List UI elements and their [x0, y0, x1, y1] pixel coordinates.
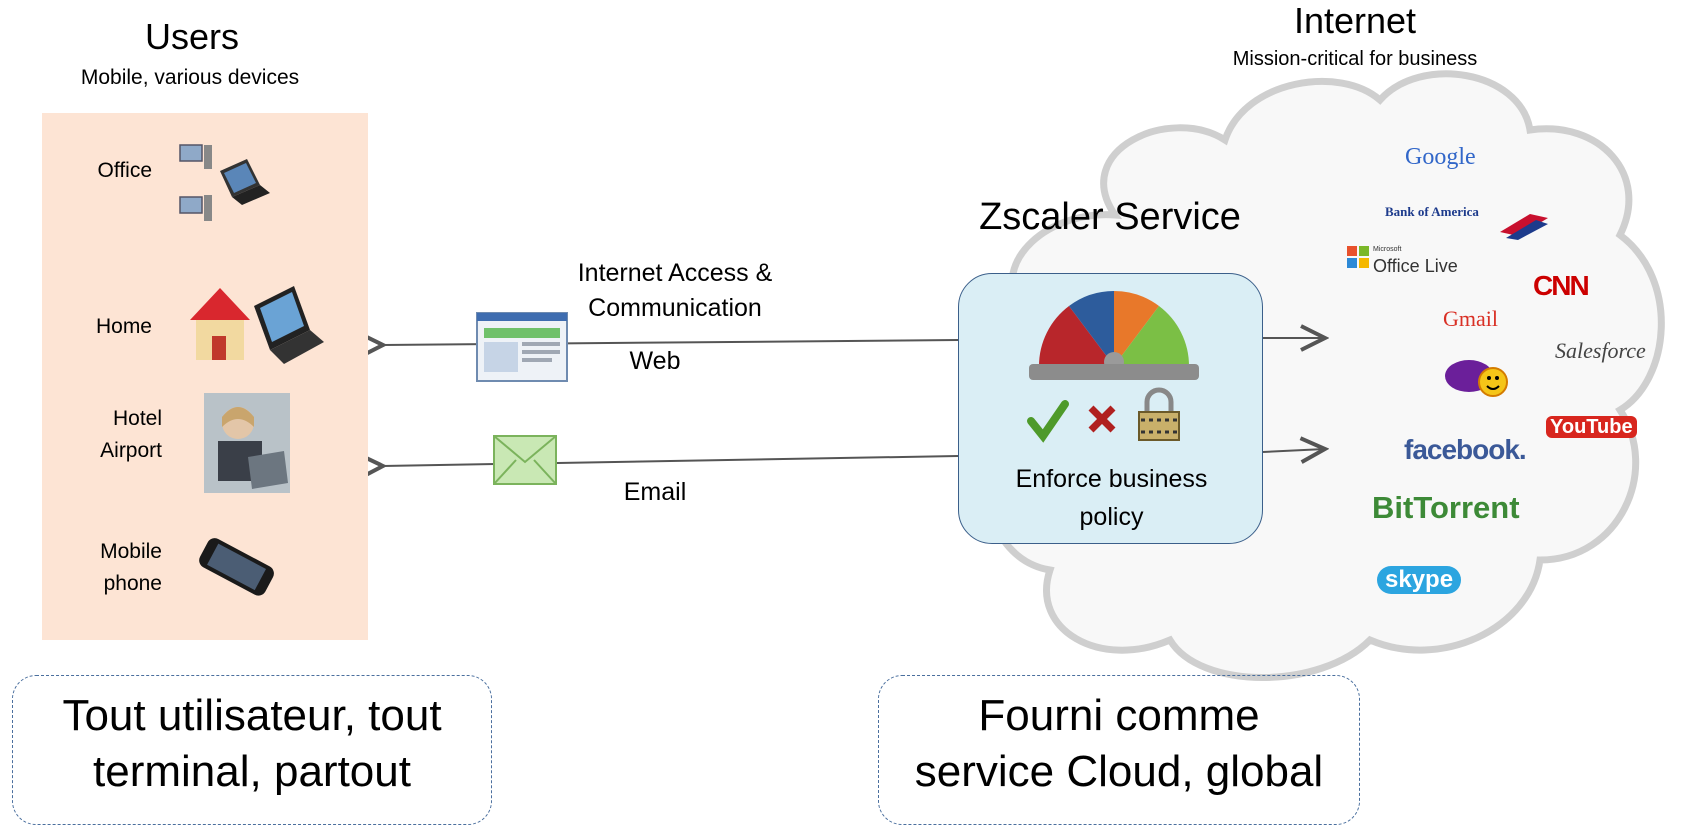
location-label-home: Home [95, 315, 152, 338]
callout-cloud-service: Fourni comme service Cloud, global [878, 675, 1360, 825]
users-panel: Office Home Hotel Airport Mobile phone [42, 113, 368, 640]
location-label-hotel-airport: Hotel Airport [32, 403, 162, 467]
facebook-logo: facebook. [1404, 434, 1527, 465]
users-subtitle: Mobile, various devices [80, 66, 300, 89]
block-x-icon [1088, 405, 1116, 433]
internet-subtitle: Mission-critical for business [1232, 48, 1478, 70]
bittorrent-logo: BitTorrent [1372, 490, 1520, 525]
internet-access-line1: Internet Access & [577, 259, 773, 287]
web-arrow [383, 340, 959, 345]
internet-access-label: Internet Access & Communication [540, 256, 810, 326]
internet-title: Internet [1293, 0, 1417, 41]
location-label-office: Office [97, 159, 152, 182]
zscaler-service-box: Enforce business policy [958, 273, 1263, 544]
microsoft-label: Microsoft [1373, 246, 1402, 253]
office-computers-icon [179, 144, 270, 221]
bank-of-america-logo: Bank of America [1385, 204, 1479, 219]
zscaler-service-title: Zscaler Service [979, 196, 1241, 238]
location-label-mobile-phone: Mobile phone [32, 536, 162, 600]
internet-access-line2: Communication [588, 294, 762, 322]
users-title: Users [144, 16, 239, 57]
youtube-logo: YouTube [1546, 416, 1637, 439]
web-browser-icon [476, 312, 568, 382]
cnn-logo: CNN [1533, 270, 1590, 301]
skype-logo: skype [1377, 566, 1462, 594]
mobile-phone-icon [199, 538, 274, 596]
location-label-phone: phone [103, 572, 162, 595]
internet-arrow-bottom [1262, 449, 1325, 452]
salesforce-logo: Salesforce [1555, 338, 1646, 363]
web-label: Web [629, 347, 681, 375]
email-label: Email [623, 478, 687, 506]
allow-check-icon [1027, 400, 1069, 443]
policy-line1: Enforce business [1015, 465, 1208, 493]
location-label-airport: Airport [100, 439, 162, 462]
home-laptop-icon [190, 286, 324, 364]
location-label-hotel: Hotel [112, 407, 162, 430]
callout-left-line1: Tout utilisateur, tout [62, 691, 442, 740]
callout-left-line2: terminal, partout [93, 747, 411, 796]
policy-text: Enforce business policy [959, 460, 1264, 536]
microsoft-office-icon [1347, 246, 1369, 268]
email-arrow [383, 456, 959, 466]
youtube-logo-text: YouTube [1546, 416, 1637, 438]
policy-line2: policy [1079, 503, 1144, 531]
google-logo: Google [1405, 144, 1476, 170]
callout-any-user: Tout utilisateur, tout terminal, partout [12, 675, 492, 825]
bank-of-america-flag-icon [1500, 214, 1548, 240]
office-live-logo: Office Live [1373, 256, 1458, 276]
yahoo-messenger-icon [1445, 360, 1508, 397]
gmail-logo: Gmail [1443, 306, 1498, 331]
traveller-photo-icon [204, 393, 290, 493]
policy-gauge-icon [1027, 291, 1199, 443]
callout-right-line1: Fourni comme [978, 691, 1260, 740]
email-envelope-icon [493, 435, 557, 485]
location-label-mobile: Mobile [100, 540, 162, 563]
callout-right-line2: service Cloud, global [914, 747, 1324, 796]
padlock-icon [1138, 387, 1180, 441]
